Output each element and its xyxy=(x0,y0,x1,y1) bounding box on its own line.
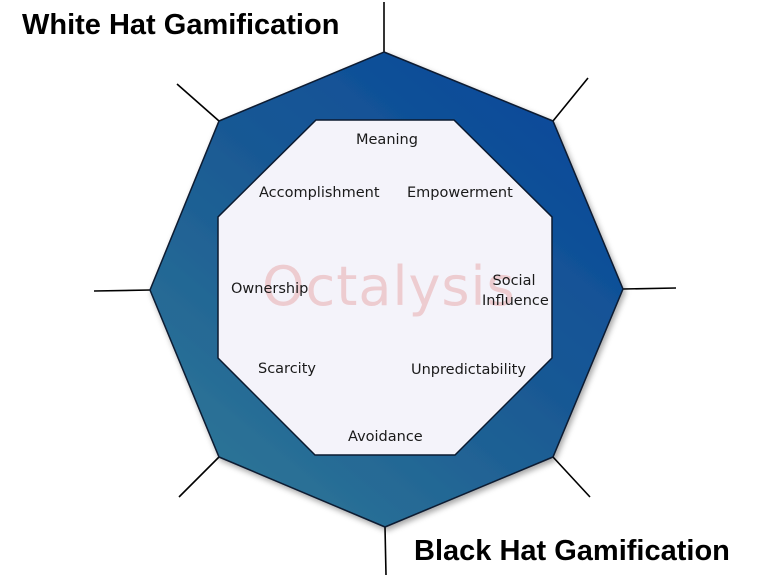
drive-meaning: Meaning xyxy=(356,132,418,148)
white-hat-heading: White Hat Gamification xyxy=(22,9,340,41)
drive-social-influence: Social Influence xyxy=(482,271,549,311)
octagon-spokes xyxy=(93,2,677,575)
inner-octagon xyxy=(217,119,553,456)
drive-scarcity: Scarcity xyxy=(258,361,316,377)
drive-avoidance: Avoidance xyxy=(348,429,423,445)
drive-empowerment: Empowerment xyxy=(407,185,513,201)
drive-social-influence-line1: Social xyxy=(492,273,536,289)
drive-unpredictability: Unpredictability xyxy=(411,362,526,378)
octalysis-watermark: Octalysis xyxy=(262,255,516,318)
drive-ownership: Ownership xyxy=(231,281,309,297)
black-hat-heading: Black Hat Gamification xyxy=(414,535,730,567)
drive-accomplishment: Accomplishment xyxy=(259,185,380,201)
drive-social-influence-line2: Influence xyxy=(482,293,549,309)
